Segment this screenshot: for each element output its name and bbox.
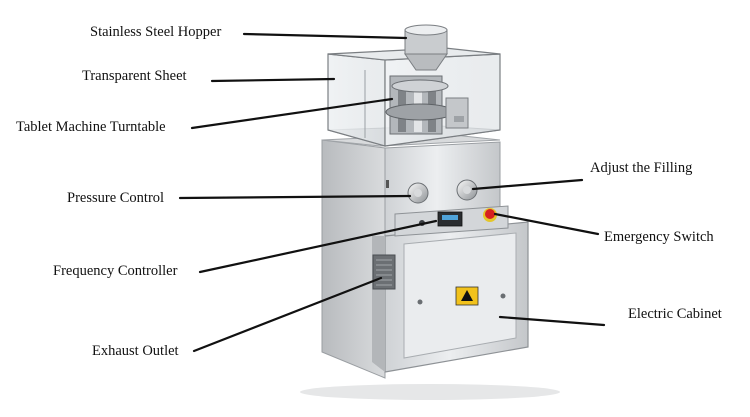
leader-lines [178,32,606,353]
hopper-leader-line [242,32,408,40]
label-transparent-sheet: Transparent Sheet [82,68,187,84]
side-screw [386,180,389,188]
filling-adjust-knob [456,179,478,201]
sheet-leader-line [210,77,336,83]
exhaust-leader-line [192,276,383,353]
label-tablet-machine-turntable: Tablet Machine Turntable [16,119,166,135]
turntable-leader-line [190,97,394,130]
cabinet-lock [500,293,506,299]
label-emergency-switch: Emergency Switch [604,229,714,245]
floor-shadow [300,384,560,400]
emergency-leader-line [493,212,600,236]
pressure-control-knob [407,182,429,204]
label-stainless-steel-hopper: Stainless Steel Hopper [90,24,222,40]
frequency-display-screen [442,215,458,220]
warning-triangle-icon [461,290,473,301]
label-exhaust-outlet: Exhaust Outlet [92,343,179,359]
frequency-leader-line [198,219,438,274]
cabinet-leader-line [498,315,606,327]
cabinet-hinge [417,299,423,305]
exhaust-fan-grill [372,254,396,290]
label-frequency-controller: Frequency Controller [53,263,178,279]
label-adjust-the-filling: Adjust the Filling [590,160,693,176]
filling-leader-line [471,178,584,191]
left-side-panel [321,139,386,379]
label-pressure-control: Pressure Control [67,190,165,206]
pressure-leader-line [178,194,412,200]
stainless-steel-hopper [404,24,448,71]
turntable-assembly [385,75,469,135]
emergency-switch-button [485,209,495,219]
label-electric-cabinet: Electric Cabinet [628,306,722,322]
